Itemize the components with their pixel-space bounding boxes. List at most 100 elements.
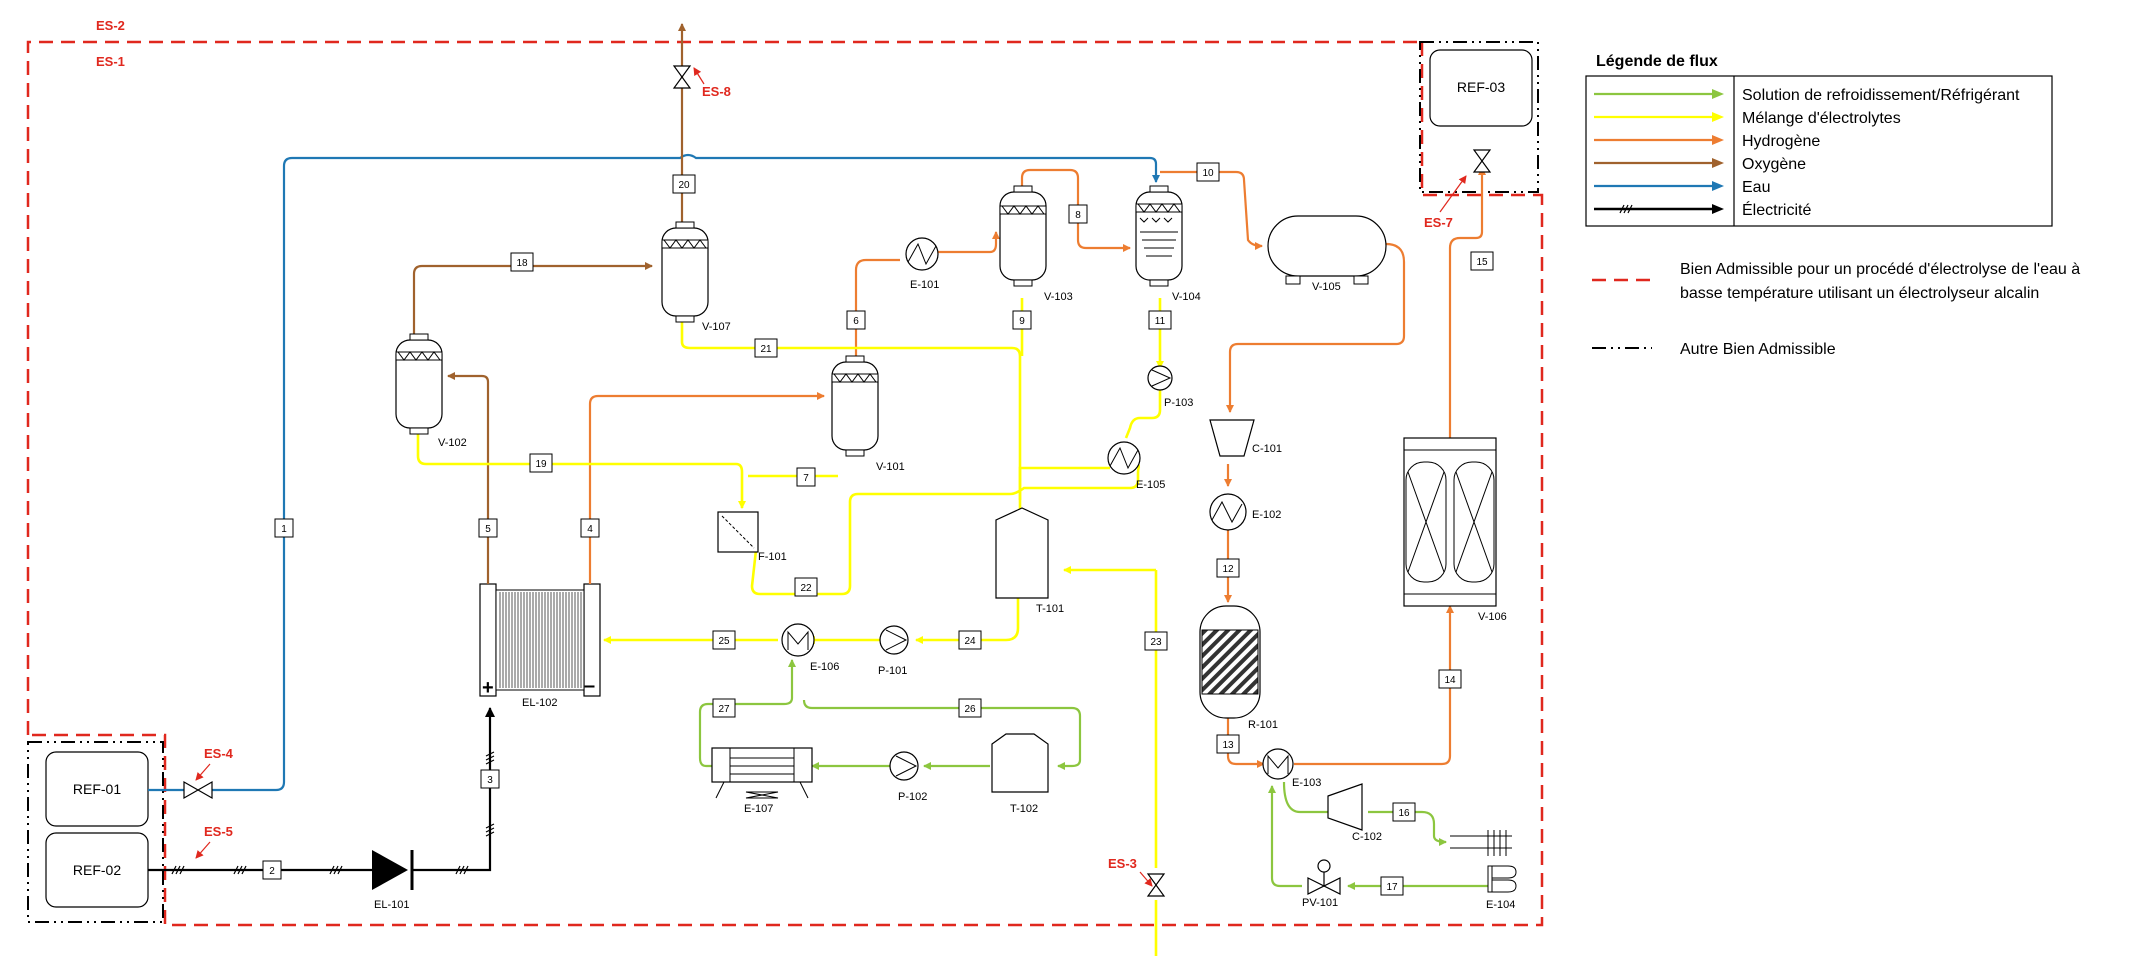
es1-label: ES-1 — [96, 54, 125, 69]
stream-11: 11 — [1148, 310, 1172, 330]
svg-text:14: 14 — [1444, 675, 1456, 686]
vessel-v103: V-103 — [999, 185, 1073, 303]
svg-text:20: 20 — [678, 180, 690, 191]
svg-text:1: 1 — [281, 524, 287, 535]
stream-23: 23 — [1144, 631, 1168, 651]
hydrogen-lines — [588, 167, 1486, 768]
e102-label: E-102 — [1252, 509, 1281, 521]
electrolyser-el102: + – EL-102 — [479, 583, 601, 709]
e101-label: E-101 — [910, 279, 939, 291]
el101-label: EL-101 — [374, 899, 409, 911]
legend-label-oxygen: Oxygène — [1742, 156, 1806, 173]
valve-es3 — [1146, 873, 1166, 897]
svg-text:17: 17 — [1386, 882, 1398, 893]
exchanger-e105: E-105 — [1107, 441, 1165, 491]
stream-labels: 1 2 3 4 5 6 7 8 9 10 11 12 13 14 15 16 1… — [262, 162, 1494, 896]
svg-text:7: 7 — [803, 473, 809, 484]
stream-14: 14 — [1438, 669, 1462, 689]
boundary-es1 — [26, 40, 1544, 927]
compressor-c101: C-101 — [1209, 419, 1282, 457]
stream-3: 3 — [480, 769, 500, 789]
legend-row-electricity: Électricité — [1594, 200, 1811, 219]
c102-label: C-102 — [1352, 831, 1382, 843]
legend-row-water: Eau — [1594, 179, 1770, 196]
es4-label: ES-4 — [204, 746, 234, 761]
svg-text:22: 22 — [800, 583, 812, 594]
svg-text:25: 25 — [718, 636, 730, 647]
v102-label: V-102 — [438, 437, 467, 449]
stream-19: 19 — [529, 453, 553, 473]
v106-label: V-106 — [1478, 611, 1507, 623]
e106-label: E-106 — [810, 661, 839, 673]
stream-18: 18 — [510, 252, 534, 272]
legend-label-water: Eau — [1742, 179, 1770, 196]
ref01-label: REF-01 — [73, 781, 121, 797]
ref02-box: REF-02 — [45, 832, 149, 908]
stream-24: 24 — [958, 630, 982, 650]
svg-text:5: 5 — [485, 524, 491, 535]
legend-label-electrolyte: Mélange d'électrolytes — [1742, 110, 1901, 127]
aircooler-e107: E-107 — [711, 747, 813, 815]
svg-text:24: 24 — [964, 636, 976, 647]
exchanger-e103: E-103 — [1262, 748, 1321, 789]
stream-9: 9 — [1012, 310, 1032, 330]
e105-label: E-105 — [1136, 479, 1165, 491]
r101-label: R-101 — [1248, 719, 1278, 731]
stream-13: 13 — [1216, 734, 1240, 754]
water-line — [148, 153, 1160, 792]
stream-12: 12 — [1216, 558, 1240, 578]
ref03-label: REF-03 — [1457, 79, 1505, 95]
pump-p103: P-103 — [1147, 365, 1193, 409]
pump-p102: P-102 — [889, 751, 927, 803]
valve-pv101: PV-101 — [1302, 859, 1341, 909]
legend-boundary-red-line2: basse température utilisant un électroly… — [1680, 285, 2039, 302]
stream-15: 15 — [1470, 251, 1494, 271]
e104-label: E-104 — [1486, 899, 1515, 911]
p101-label: P-101 — [878, 665, 907, 677]
adsorber-v106: V-106 — [1403, 437, 1507, 623]
stream-7: 7 — [796, 467, 816, 487]
v103-label: V-103 — [1044, 291, 1073, 303]
rectifier-el101: EL-101 — [372, 850, 414, 911]
svg-text:23: 23 — [1150, 637, 1162, 648]
legend-row-hydrogen: Hydrogène — [1594, 133, 1820, 150]
compressor-c102: C-102 — [1327, 783, 1382, 843]
p102-label: P-102 — [898, 791, 927, 803]
legend-boundary-red: Bien Admissible pour un procédé d'électr… — [1592, 261, 2080, 302]
svg-text:2: 2 — [269, 866, 275, 877]
valve-es4 — [183, 780, 213, 800]
v104-label: V-104 — [1172, 291, 1201, 303]
oxygen-lines — [412, 23, 686, 584]
stream-2: 2 — [262, 860, 282, 880]
exchanger-e101: E-101 — [905, 237, 939, 291]
svg-text:+: + — [482, 677, 494, 699]
svg-text:16: 16 — [1398, 808, 1410, 819]
svg-text:4: 4 — [587, 524, 593, 535]
svg-text:19: 19 — [535, 459, 547, 470]
c101-label: C-101 — [1252, 443, 1282, 455]
legend-label-cooling: Solution de refroidissement/Réfrigérant — [1742, 87, 2020, 104]
stream-26: 26 — [958, 698, 982, 718]
e107-label: E-107 — [744, 803, 773, 815]
stream-17: 17 — [1380, 876, 1404, 896]
vessel-v105: V-105 — [1267, 215, 1387, 293]
vessel-v104: V-104 — [1135, 185, 1201, 303]
reactor-r101: R-101 — [1199, 605, 1278, 731]
el102-label: EL-102 — [522, 697, 557, 709]
ref01-box: REF-01 — [45, 751, 149, 827]
p103-label: P-103 — [1164, 397, 1193, 409]
legend-label-hydrogen: Hydrogène — [1742, 133, 1820, 150]
v101-label: V-101 — [876, 461, 905, 473]
stream-6: 6 — [846, 310, 866, 330]
stream-5: 5 — [478, 518, 498, 538]
electricity-ticks — [171, 751, 495, 875]
legend-row-cooling: Solution de refroidissement/Réfrigérant — [1594, 87, 2020, 104]
e103-label: E-103 — [1292, 777, 1321, 789]
t102-label: T-102 — [1010, 803, 1038, 815]
svg-text:10: 10 — [1202, 168, 1214, 179]
stream-10: 10 — [1196, 162, 1220, 182]
tank-t102: T-102 — [991, 733, 1049, 815]
vessel-v107: V-107 — [661, 221, 731, 333]
vessel-v101: V-101 — [831, 355, 905, 473]
es3-label: ES-3 — [1108, 856, 1137, 871]
